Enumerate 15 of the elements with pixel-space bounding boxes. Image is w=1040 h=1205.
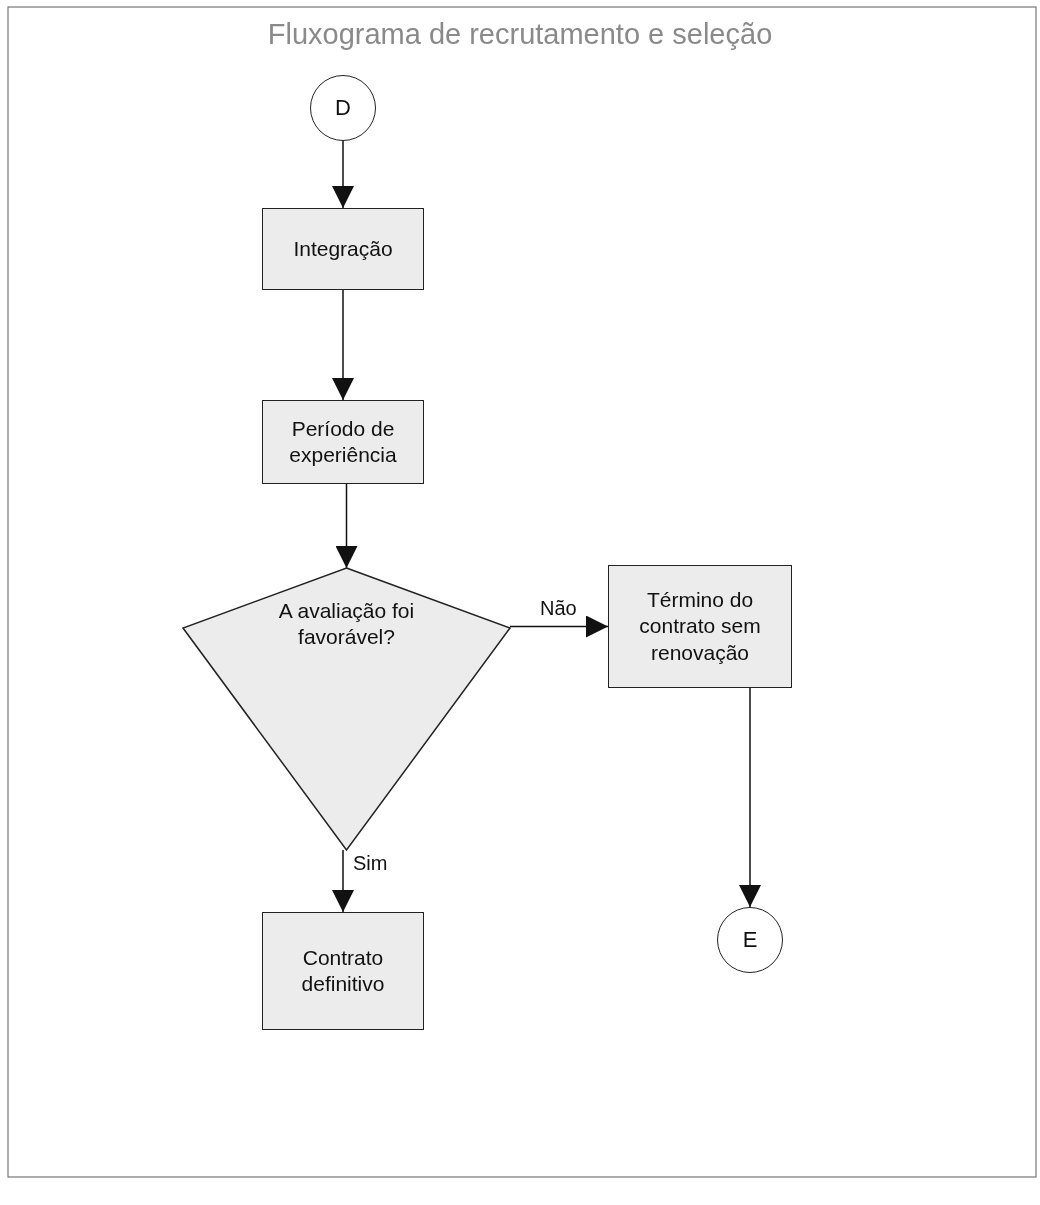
arrow [509, 615, 609, 638]
arrow [739, 687, 761, 908]
process-box: Período de experiência [262, 400, 424, 484]
connector-circle: D [310, 75, 376, 141]
arrow [335, 483, 358, 569]
diagram-title: Fluxograma de recrutamento e seleção [266, 18, 774, 51]
process-box: Término do contrato sem renovação [608, 565, 792, 688]
arrow [332, 849, 354, 913]
decision-diamond [183, 568, 510, 850]
arrow [332, 140, 354, 209]
connector-circle: E [717, 907, 783, 973]
decision-text: A avaliação foi favorável? [277, 598, 416, 651]
process-box: Integração [262, 208, 424, 290]
process-box: Contrato definitivo [262, 912, 424, 1030]
arrow [332, 289, 354, 401]
